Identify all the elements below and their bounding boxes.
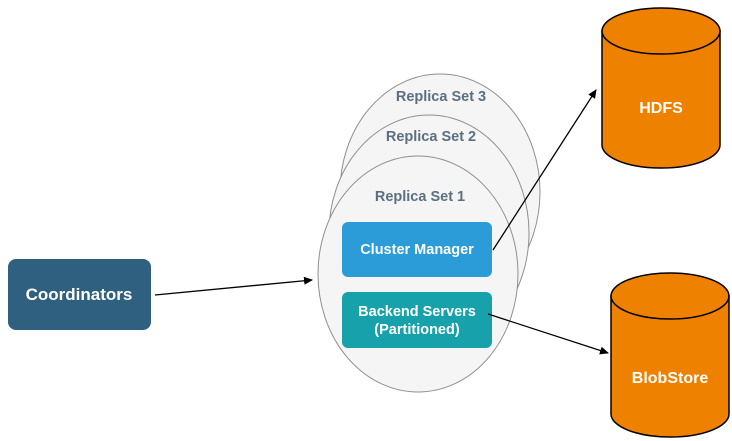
cluster-manager-label: Cluster Manager — [360, 242, 474, 258]
backend-servers-label-line2: (Partitioned) — [374, 322, 460, 338]
edge-coordinators-to-replica-set — [154, 276, 313, 296]
blobstore-cylinder: BlobStore — [610, 272, 730, 438]
hdfs-cylinder-body — [601, 30, 721, 169]
backend-servers-label-line1: Backend Servers — [358, 304, 476, 320]
blobstore-label: BlobStore — [632, 370, 709, 387]
cluster-manager-node — [342, 222, 492, 277]
edge-cluster-manager-to-hdfs — [492, 89, 597, 251]
blobstore-cylinder-top — [610, 272, 730, 320]
hdfs-cylinder-top — [601, 7, 721, 55]
coordinators-label: Coordinators — [26, 285, 133, 304]
edge-backend-servers-to-blobstore — [487, 313, 609, 355]
blobstore-cylinder-body — [610, 295, 730, 438]
replica-set-1-label: Replica Set 1 — [375, 189, 465, 205]
backend-servers-node — [342, 292, 492, 348]
hdfs-label: HDFS — [639, 100, 683, 117]
replica-set-2-label: Replica Set 2 — [386, 129, 476, 145]
replica-set-3-label: Replica Set 3 — [396, 89, 486, 105]
hdfs-cylinder: HDFS — [601, 7, 721, 169]
coordinators-node — [8, 259, 151, 330]
